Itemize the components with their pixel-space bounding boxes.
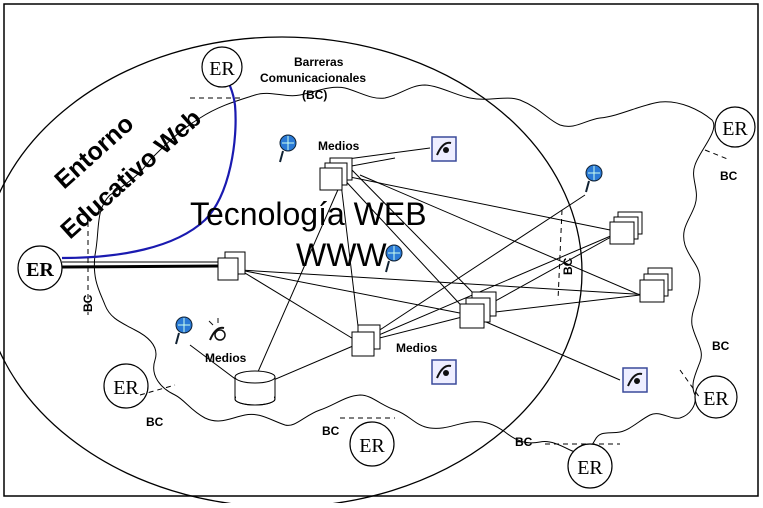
tech-web-label: Tecnología WEB bbox=[190, 196, 427, 232]
er-node-left: ER bbox=[17, 245, 63, 291]
bc-label-bottom-left: BC bbox=[146, 415, 164, 429]
barrier-dashes bbox=[87, 97, 731, 445]
globe-icon bbox=[385, 244, 403, 273]
bc-label-center: BC bbox=[561, 257, 575, 275]
bc-label-bottom-center: BC bbox=[322, 424, 340, 438]
satellite-dish-icon bbox=[431, 359, 457, 385]
medios-label-top: Medios bbox=[318, 139, 360, 153]
er-node-right-top: ER bbox=[714, 106, 756, 148]
node-center-bottom bbox=[351, 324, 381, 357]
bc-label-left: BC bbox=[81, 294, 95, 312]
globe-icon bbox=[279, 134, 297, 163]
barrier-title-line1: Barreras bbox=[294, 55, 344, 69]
er-node-right-bottom: ER bbox=[694, 375, 738, 419]
node-right-top bbox=[609, 211, 643, 245]
globe-icon bbox=[175, 316, 193, 345]
er-label: ER bbox=[359, 435, 385, 457]
node-top-center bbox=[319, 157, 353, 191]
er-node-bottom-center: ER bbox=[349, 421, 395, 467]
er-label: ER bbox=[577, 457, 603, 479]
barrier-title-line2: Comunicacionales bbox=[260, 71, 366, 85]
medios-label-center: Medios bbox=[396, 341, 438, 355]
er-label: ER bbox=[113, 377, 139, 399]
bc-label-bottom-right: BC bbox=[515, 435, 533, 449]
er-node-top: ER bbox=[201, 46, 243, 88]
satellite-dish-icon bbox=[622, 367, 648, 393]
blue-link bbox=[61, 71, 237, 260]
network-links bbox=[189, 147, 651, 391]
globe-icon bbox=[585, 164, 603, 193]
satellite-dish-icon bbox=[208, 318, 226, 341]
er-label: ER bbox=[26, 259, 54, 281]
bc-label-right: BC bbox=[712, 339, 730, 353]
web-environment-ellipse bbox=[0, 36, 583, 508]
bc-label-right-top: BC bbox=[720, 169, 738, 183]
database-icon bbox=[234, 370, 276, 406]
er-label: ER bbox=[722, 118, 748, 140]
www-label: WWW bbox=[296, 237, 387, 273]
node-center-right bbox=[459, 291, 497, 329]
er-label: ER bbox=[703, 388, 729, 410]
medios-label-left: Medios bbox=[205, 351, 247, 365]
node-right-middle bbox=[639, 267, 673, 303]
frame-border bbox=[3, 3, 759, 497]
satellite-dish-icon bbox=[431, 136, 457, 162]
node-left bbox=[217, 251, 246, 281]
er-node-bottom-left: ER bbox=[103, 363, 149, 409]
er-node-bottom-right: ER bbox=[567, 443, 613, 489]
er-label: ER bbox=[209, 58, 235, 80]
barrier-outline bbox=[93, 84, 715, 453]
barrier-title-line3: (BC) bbox=[302, 88, 327, 102]
thick-link bbox=[61, 264, 221, 269]
